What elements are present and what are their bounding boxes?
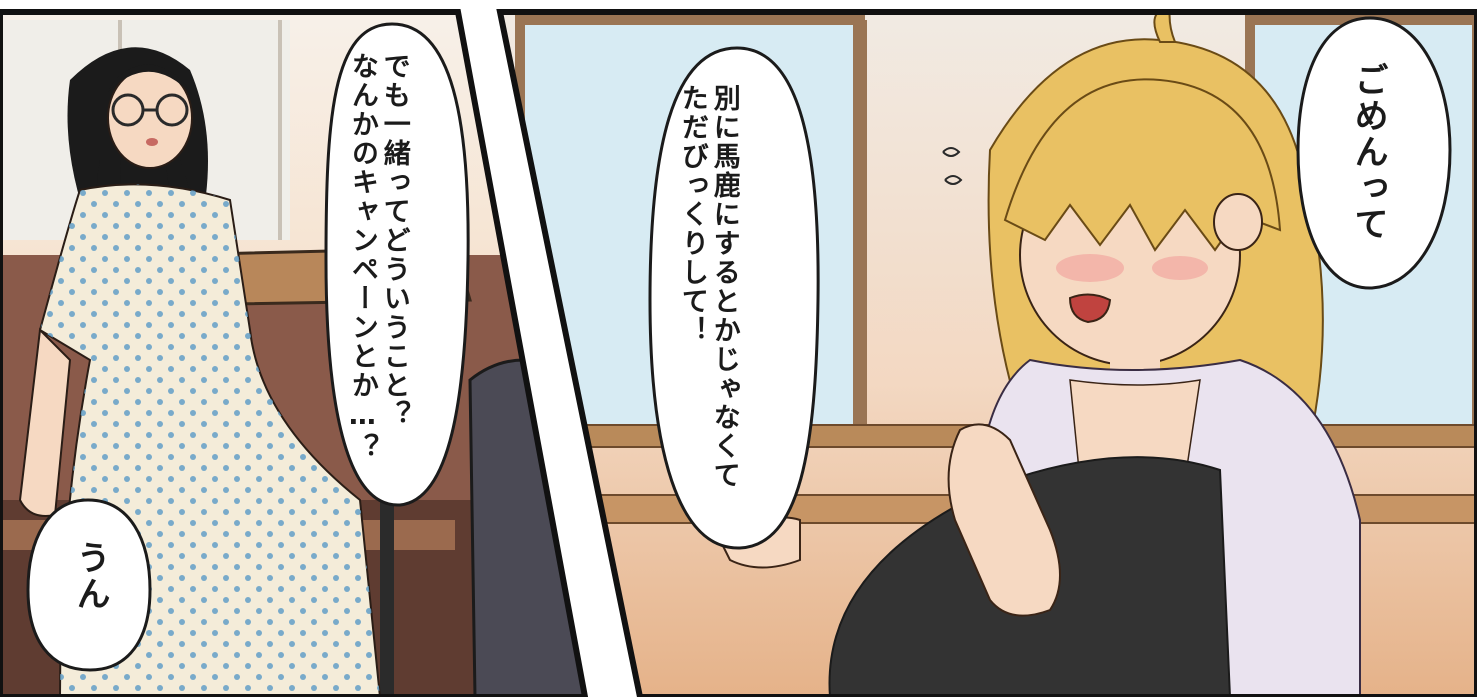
speech-bubble-center-text: 別に馬鹿にするとかじゃなくて ただびっくりして！ — [676, 84, 740, 490]
speech-bubble-main-text: でも一緒ってどういうこと？ なんかのキャンペーンとか…？ — [346, 52, 410, 462]
right-panel-border — [496, 9, 1477, 697]
right-panel — [500, 12, 1477, 697]
speech-line-1: でも一緒ってどういうこと？ — [378, 52, 410, 429]
left-panel-border — [0, 9, 589, 697]
speech-bubble-center — [648, 46, 820, 550]
speech-line-2: なんかのキャンペーンとか…？ — [346, 52, 378, 462]
speech-bubble-small — [26, 498, 152, 672]
speech-bubble-right-text: ごめんって — [1348, 62, 1389, 242]
speech-line-3: 別に馬鹿にするとかじゃなくて — [708, 84, 740, 490]
blonde-girl — [718, 12, 1361, 697]
speech-bubble-right — [1296, 16, 1452, 290]
speech-line-4: ただびっくりして！ — [676, 84, 708, 345]
speech-bubble-main — [324, 22, 470, 507]
speech-bubble-small-text: うん — [70, 540, 111, 612]
